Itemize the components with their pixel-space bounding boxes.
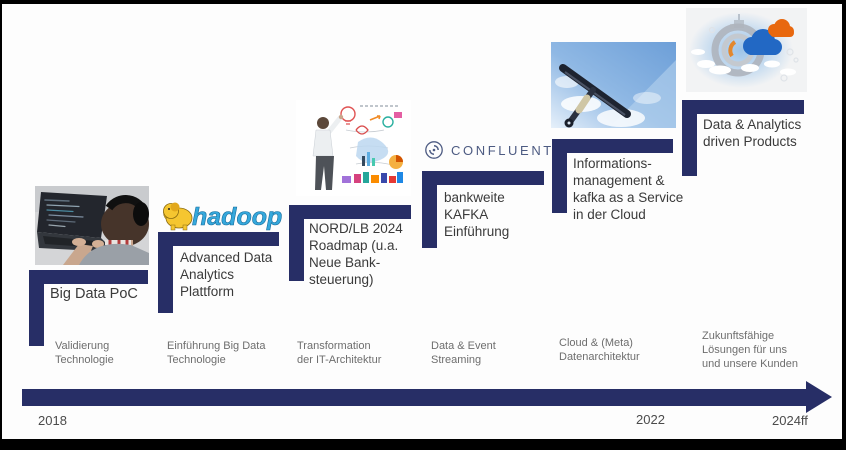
step-2-title: Advanced Data Analytics Plattform xyxy=(180,250,273,299)
strategy-sketch-image xyxy=(296,100,411,196)
step-1-bracket-side xyxy=(29,270,44,346)
step-4-sublabel: Data & Event Streaming xyxy=(431,340,496,366)
confluent-wordmark: CONFLUENT xyxy=(451,142,554,158)
step-5-bracket-side xyxy=(552,139,567,213)
step-3-bracket-top xyxy=(289,205,411,219)
step-6-bracket-side xyxy=(682,100,697,176)
step-3-bracket-side xyxy=(289,205,304,281)
hadoop-logo: hadoop xyxy=(163,202,283,231)
year-label-2022: 2022 xyxy=(636,412,665,427)
step-1-sublabel: Validierung Technologie xyxy=(55,340,114,366)
letterbox-right xyxy=(842,0,846,450)
step-5-bracket-top xyxy=(552,139,673,153)
timeline-arrow xyxy=(22,389,808,406)
step-1-title: Big Data PoC xyxy=(50,286,138,302)
step-4-bracket-side xyxy=(422,171,437,248)
step-4-bracket-top xyxy=(422,171,544,185)
sky-squeegee-image xyxy=(551,42,676,128)
orange-cloud-icon xyxy=(768,19,794,37)
step-6-title: Data & Analytics driven Products xyxy=(703,117,802,149)
step-2-bracket-side xyxy=(158,232,173,313)
confluent-logo: CONFLUENT xyxy=(424,140,554,160)
year-label-2018: 2018 xyxy=(38,413,67,428)
letterbox-left xyxy=(0,0,2,450)
letterbox-top xyxy=(0,0,846,4)
confluent-icon xyxy=(425,141,443,159)
step-3-sublabel: Transformation der IT-Architektur xyxy=(297,340,382,366)
step-1-bracket-top xyxy=(29,270,148,284)
hadoop-wordmark: hadoop xyxy=(192,203,282,231)
cloud-products-image xyxy=(686,8,807,92)
step-3-title: NORD/LB 2024 Roadmap (u.a. Neue Bank- st… xyxy=(309,221,403,287)
blue-cloud-icon xyxy=(743,29,782,55)
letterbox-bottom xyxy=(0,439,846,450)
hadoop-elephant-icon xyxy=(163,202,193,231)
step-4-title: bankweite KAFKA Einführung xyxy=(444,190,510,239)
step-2-bracket-top xyxy=(158,232,279,246)
developer-laptop-image xyxy=(35,186,149,265)
step-5-sublabel: Cloud & (Meta) Datenarchitektur xyxy=(559,337,640,363)
step-6-sublabel: Zukunftsfähige Lösungen für uns und unse… xyxy=(702,330,799,370)
timeline-arrowhead-icon xyxy=(806,381,832,413)
step-6-bracket-top xyxy=(682,100,804,114)
year-label-2024ff: 2024ff xyxy=(772,413,808,428)
step-2-sublabel: Einführung Big Data Technologie xyxy=(167,340,266,366)
step-5-title: Informations- management & kafka as a Se… xyxy=(573,156,684,222)
